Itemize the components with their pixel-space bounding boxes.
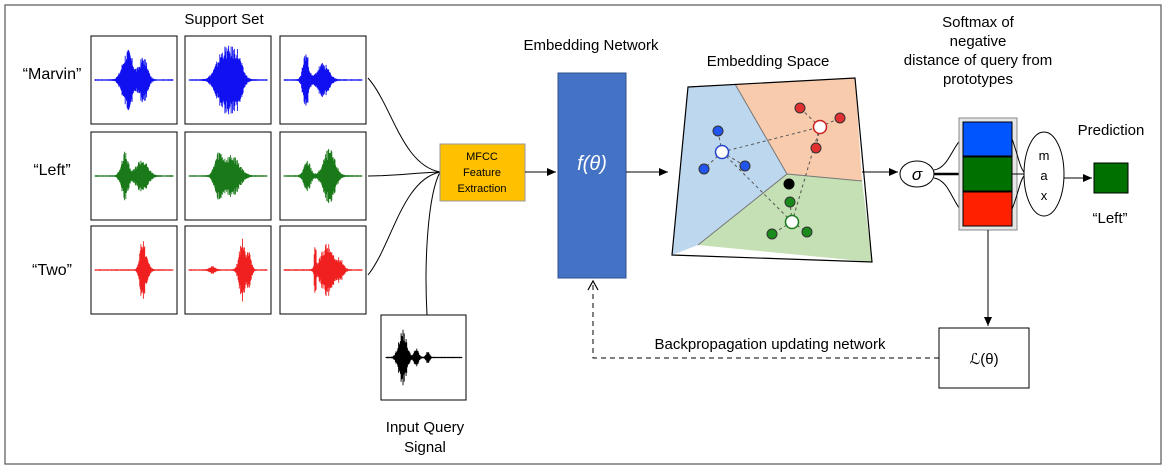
bars-to-max bbox=[1011, 138, 1025, 210]
softmax-title-2: negative bbox=[950, 33, 1007, 50]
query-to-mfcc-curve bbox=[425, 171, 441, 316]
class-label-left: “Left” bbox=[33, 162, 70, 179]
support-waveform-cell bbox=[184, 131, 272, 221]
query-waveform bbox=[385, 329, 463, 386]
softmax-bar-blue bbox=[962, 121, 1013, 157]
support-set-title: Support Set bbox=[184, 11, 264, 28]
support-waveform-cell bbox=[279, 35, 367, 125]
class-label-two: “Two” bbox=[32, 262, 72, 279]
backprop-label: Backpropagation updating network bbox=[655, 336, 886, 353]
embedding-network-title: Embedding Network bbox=[523, 37, 659, 54]
loss-formula: ℒ(θ) bbox=[969, 351, 998, 368]
softmax-title-3: distance of query from bbox=[904, 52, 1052, 69]
outer-frame bbox=[4, 4, 1162, 465]
softmax-title-4: prototypes bbox=[943, 71, 1013, 88]
prototype-red bbox=[812, 119, 828, 135]
support-waveform-grid bbox=[90, 35, 367, 315]
loss-box bbox=[938, 327, 1030, 389]
support-waveform-cell bbox=[184, 35, 272, 125]
backprop-arrow bbox=[587, 279, 939, 359]
mfcc-label-3: Extraction bbox=[458, 183, 507, 195]
support-waveform-cell bbox=[279, 225, 367, 315]
query-title-1: Input Query bbox=[386, 419, 465, 436]
support-point-red bbox=[794, 102, 806, 114]
mfcc-box bbox=[439, 143, 526, 202]
softmax-bar-green bbox=[962, 156, 1013, 192]
query-point bbox=[783, 178, 795, 190]
support-point-blue bbox=[712, 125, 724, 137]
prediction-box bbox=[1093, 162, 1129, 194]
softmax-title-1: Softmax of bbox=[942, 14, 1015, 31]
softmax-bar-red bbox=[962, 191, 1013, 227]
embedding-function: f(θ) bbox=[577, 153, 607, 175]
embedding-space bbox=[671, 77, 873, 263]
max-letter-m: m bbox=[1039, 148, 1050, 163]
max-letter-a: a bbox=[1040, 168, 1048, 183]
support-point-blue bbox=[698, 163, 710, 175]
sigma-to-bars bbox=[933, 137, 963, 213]
support-waveform-cell bbox=[90, 225, 178, 315]
mfcc-label-2: Feature bbox=[463, 167, 501, 179]
support-point-blue bbox=[739, 160, 751, 172]
embedding-space-title: Embedding Space bbox=[707, 53, 830, 70]
support-waveform-cell bbox=[90, 131, 178, 221]
support-point-green bbox=[784, 196, 796, 208]
support-waveform-cell bbox=[279, 131, 367, 221]
support-point-red bbox=[810, 142, 822, 154]
region-green bbox=[698, 174, 872, 262]
region-red bbox=[735, 78, 862, 181]
support-point-green bbox=[766, 228, 778, 240]
support-point-green bbox=[801, 226, 813, 238]
mfcc-label-1: MFCC bbox=[466, 151, 498, 163]
support-to-mfcc-curves bbox=[367, 77, 441, 276]
region-blue bbox=[672, 84, 787, 255]
support-waveform-cell bbox=[90, 35, 178, 125]
prototype-blue bbox=[714, 144, 730, 160]
max-node bbox=[1023, 131, 1065, 217]
query-title-2: Signal bbox=[404, 439, 446, 456]
prediction-label: “Left” bbox=[1092, 210, 1127, 227]
sigma-symbol: σ bbox=[912, 165, 923, 184]
prototype-green bbox=[784, 214, 800, 230]
class-label-marvin: “Marvin” bbox=[23, 66, 82, 83]
embedding-network-box bbox=[557, 72, 627, 279]
support-point-red bbox=[834, 112, 846, 124]
support-waveform-cell bbox=[184, 225, 272, 315]
prediction-title: Prediction bbox=[1078, 122, 1145, 139]
embedding-space-border bbox=[671, 77, 873, 263]
max-letter-x: x bbox=[1041, 188, 1048, 203]
